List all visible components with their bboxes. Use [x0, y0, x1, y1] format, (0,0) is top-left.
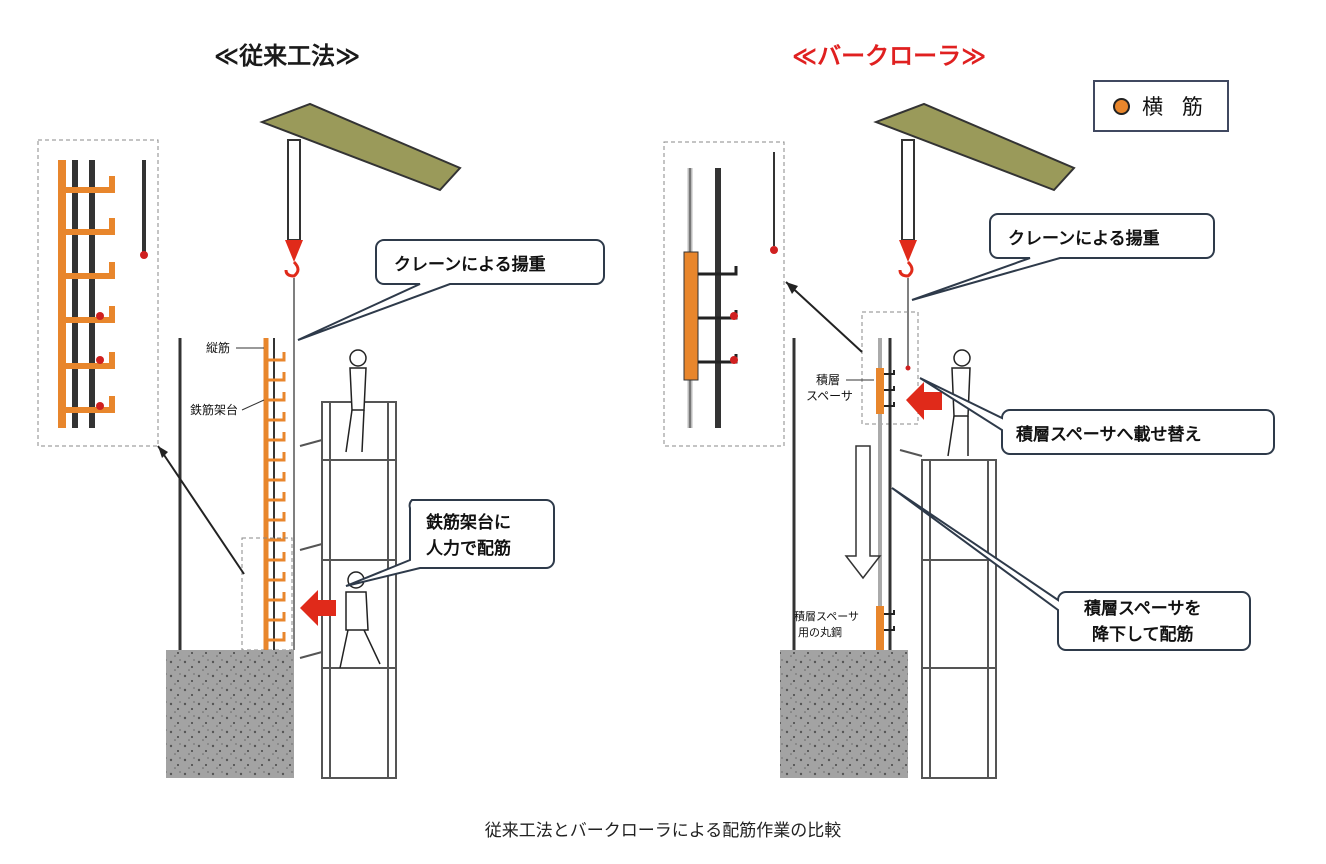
right-red-arrow [906, 382, 942, 420]
right-callout-lower-line1: 積層スペーサを [1084, 598, 1201, 619]
descend-arrow [844, 445, 882, 580]
right-callout-crane-text: クレーンによる揚重 [1008, 228, 1160, 249]
label-spacer-line1: 積層 [816, 372, 840, 387]
legend-label: 横 筋 [1142, 95, 1209, 119]
right-callout-crane: クレーンによる揚重 [911, 213, 1215, 301]
left-stand-hooks [266, 352, 286, 642]
left-worker-bottom [339, 571, 381, 669]
right-callout-lower-line2: 降下して配筋 [1092, 624, 1194, 645]
right-title: ≪バークローラ≫ [792, 42, 987, 70]
right-crane [873, 102, 1076, 370]
label-spacer-line2: スペーサ [806, 389, 853, 403]
right-inset-box [663, 141, 785, 447]
left-callout-manual-line2: 人力で配筋 [426, 538, 511, 559]
left-callout-crane: クレーンによる揚重 [297, 239, 605, 341]
legend-box: 横 筋 [1093, 80, 1229, 132]
left-red-arrow [300, 590, 336, 626]
right-callout-transfer-text: 積層スペーサへ載せ替え [1016, 424, 1201, 445]
right-callout-lower: 積層スペーサを 降下して配筋 [891, 487, 1251, 651]
legend-dot-icon [1113, 97, 1131, 115]
label-round-bar-line2: 用の丸鋼 [798, 625, 842, 639]
label-vertical-bar: 縦筋 [206, 340, 230, 355]
left-callout-crane-text: クレーンによる揚重 [394, 254, 546, 275]
left-callout-manual: 鉄筋架台に 人力で配筋 [345, 499, 555, 587]
left-title: ≪従来工法≫ [214, 42, 361, 70]
left-scaffold [299, 401, 397, 779]
right-callout-transfer: 積層スペーサへ載せ替え [919, 377, 1275, 455]
right-panel: 積層 スペーサ 積層スペーサ 用の丸鋼 クレーンによる揚重 積層ス [663, 102, 1275, 779]
right-scaffold [899, 449, 997, 779]
label-round-bar-line1: 積層スペーサ [794, 609, 859, 623]
left-panel: 縦筋 鉄筋架台 [37, 102, 605, 779]
left-worker-top [345, 349, 367, 453]
left-concrete-base [166, 650, 294, 778]
right-concrete-base [780, 650, 908, 778]
left-inset-box [37, 139, 159, 447]
left-callout-manual-line1: 鉄筋架台に [426, 512, 511, 533]
figure-caption: 従来工法とバークローラによる配筋作業の比較 [484, 821, 842, 841]
label-rebar-stand: 鉄筋架台 [190, 402, 238, 417]
left-inset-rebar-stand [58, 160, 148, 428]
right-inset-spacer [683, 152, 778, 428]
left-crane [259, 102, 462, 650]
